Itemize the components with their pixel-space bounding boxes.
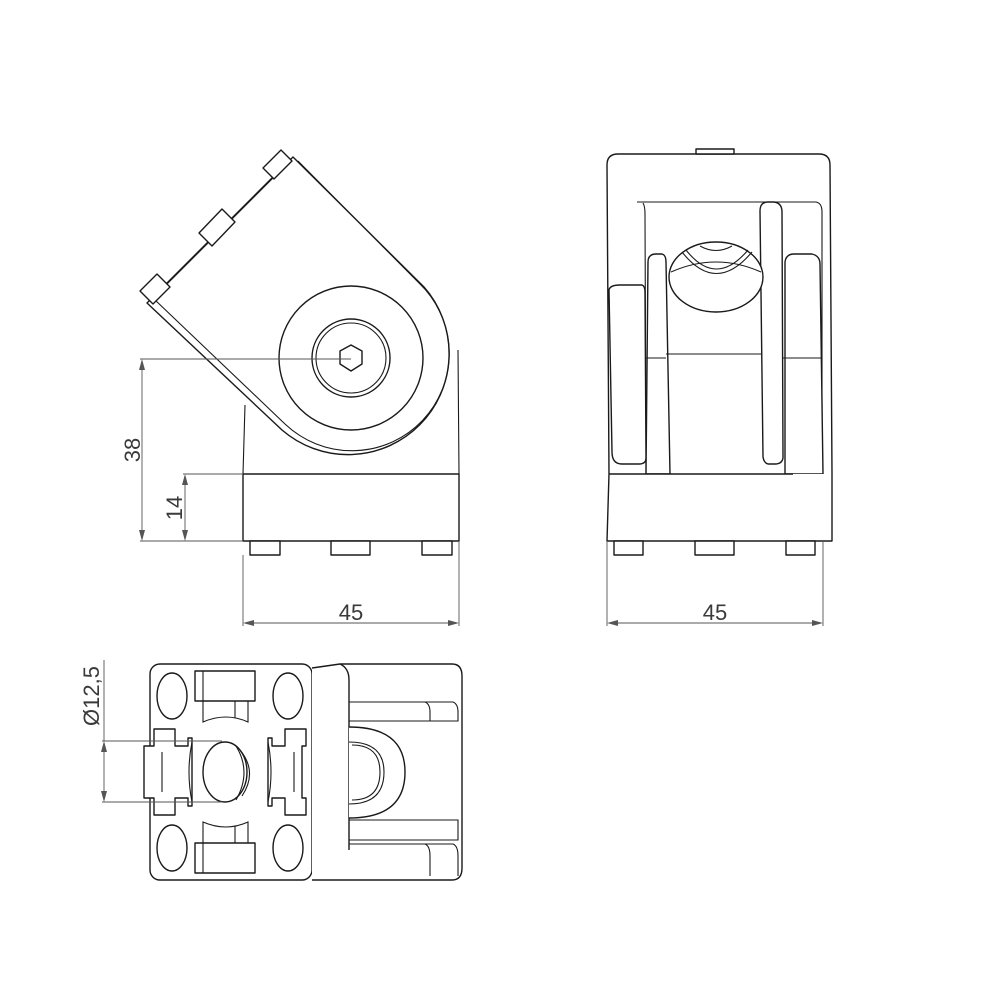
rail-line xyxy=(424,843,431,876)
side-foot-2 xyxy=(330,540,371,556)
central-bore-inner xyxy=(235,745,245,801)
front-right-outer-plate xyxy=(784,253,824,475)
rail-line xyxy=(424,701,431,721)
bottom-slot-bottom-channel xyxy=(202,821,249,843)
front-view: 45 xyxy=(606,148,833,626)
side-rotated-arm xyxy=(146,156,450,456)
front-bore-inner-2 xyxy=(685,249,749,270)
side-tab-2 xyxy=(198,208,236,247)
front-bore-inner-1 xyxy=(681,251,753,275)
bottom-arm-rail-bottom-2 xyxy=(349,843,459,876)
bottom-arm-u-loop-outer xyxy=(348,726,406,819)
front-left-inner-plate xyxy=(645,253,671,475)
dim-diameter-label: Ø12,5 xyxy=(79,666,104,726)
dim-arrow xyxy=(448,620,459,626)
bore-curve-right xyxy=(267,741,272,803)
dim-38-label: 38 xyxy=(120,438,145,462)
dim-arrow xyxy=(139,359,145,370)
bottom-slot-top-tab xyxy=(194,670,256,702)
front-right-inner-post xyxy=(759,201,784,465)
bottom-arm-rail-bottom-1 xyxy=(349,819,459,841)
bore-curve-left xyxy=(188,741,193,803)
front-foot-1 xyxy=(613,540,644,556)
side-view: 38 14 45 xyxy=(120,149,460,626)
side-right-wall xyxy=(457,349,460,475)
dim-arrow xyxy=(812,620,823,626)
bottom-arm-rail-top-1 xyxy=(349,701,459,722)
front-inner-left-wall xyxy=(642,202,647,475)
dim-arrow xyxy=(182,474,188,485)
bottom-slot-bottom-tab xyxy=(194,842,256,874)
bottom-arm-step xyxy=(339,663,350,850)
front-base-block xyxy=(606,473,833,542)
corner-hole-tl xyxy=(156,672,188,720)
side-tab-3 xyxy=(262,149,293,180)
bottom-slot-top-channel xyxy=(202,701,249,723)
side-foot-3 xyxy=(421,540,453,556)
bottom-tslot-left xyxy=(143,728,193,816)
dim-45-label: 45 xyxy=(339,600,363,625)
dim-14-label: 14 xyxy=(162,496,187,520)
side-tab-1 xyxy=(139,273,171,305)
bottom-arm-u-loop-inner-2 xyxy=(351,744,381,801)
dim-arrow xyxy=(139,530,145,541)
bottom-tslot-right xyxy=(267,728,307,816)
front-inner-frame xyxy=(637,201,823,474)
dim-45-front-label: 45 xyxy=(703,600,727,625)
dim-arrow xyxy=(243,620,254,626)
front-top-tab xyxy=(695,148,735,155)
side-left-wall xyxy=(242,404,246,475)
dim-arrow xyxy=(607,620,618,626)
bottom-view: Ø12,5 xyxy=(79,660,463,881)
corner-hole-tr xyxy=(272,672,304,720)
front-foot-2 xyxy=(694,540,735,556)
side-arm-offset-outline xyxy=(153,160,450,452)
front-bore-rim xyxy=(670,261,762,273)
front-left-outer-plate xyxy=(608,284,647,465)
dim-arrow xyxy=(101,791,107,802)
dim-arrow xyxy=(182,530,188,541)
central-bore xyxy=(202,741,248,803)
dim-arrow xyxy=(101,741,107,752)
front-foot-3 xyxy=(785,540,816,556)
bottom-arm-u-loop-inner xyxy=(348,741,385,805)
side-base-block xyxy=(242,473,460,542)
corner-hole-bl xyxy=(156,824,188,872)
front-bore-inner-3 xyxy=(699,245,733,252)
side-foot-1 xyxy=(249,540,281,556)
central-bore-inner-2 xyxy=(239,749,251,797)
side-bolt-head-inner xyxy=(315,322,387,394)
corner-hole-br xyxy=(272,824,304,872)
hex-socket-icon xyxy=(339,344,363,372)
